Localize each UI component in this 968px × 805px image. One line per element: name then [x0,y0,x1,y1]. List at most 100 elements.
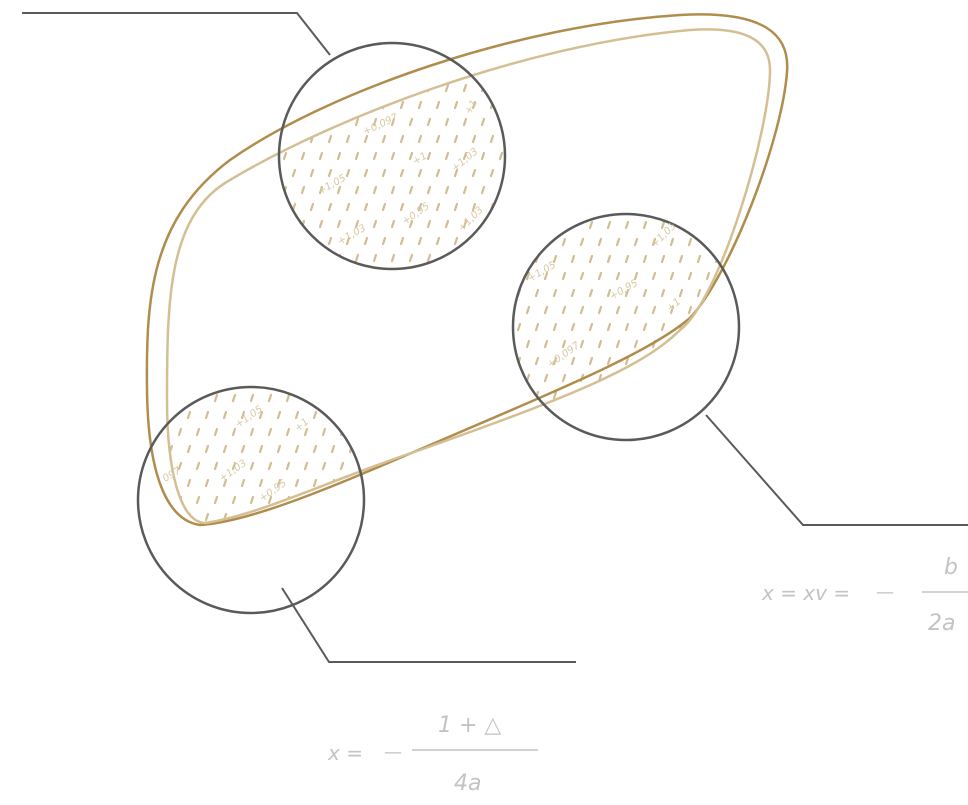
pattern-dot [723,339,729,349]
pattern-dot [224,548,226,554]
pattern-dot [687,373,693,383]
pattern-dot [417,168,423,178]
pattern-dot [714,356,720,366]
pattern-dot [161,463,163,469]
pattern-dot [615,339,621,349]
pattern-dot [291,236,297,246]
pattern-dot [287,531,289,537]
pattern-dot [761,409,763,415]
pattern-dot [168,512,174,522]
pattern-dot [408,83,414,93]
pattern-dot [143,565,145,571]
pattern-dot [233,531,235,537]
pattern-dot [282,253,288,263]
pattern-dot [588,322,594,332]
pattern-dot [500,426,502,432]
pattern-dot [291,168,297,178]
pattern-dot [509,170,511,176]
pattern-dot [552,220,558,230]
pattern-dot [294,478,300,488]
pattern-dot [500,392,502,398]
pattern-dot [696,254,702,264]
pattern-dot [305,531,307,537]
pattern-dot [624,254,630,264]
pattern-dot [386,480,388,486]
pattern-dot [687,237,693,247]
pattern-dot [275,170,277,176]
pattern-dot [633,305,639,315]
pattern-dot [251,565,253,571]
pattern-dot [321,461,327,471]
pattern-dot [161,497,163,503]
pattern-dot [606,220,612,230]
pattern-dot [161,599,163,605]
pattern-dot [525,305,531,315]
pattern-dot [743,409,745,415]
pattern-dot [318,83,324,93]
pattern-dot [678,288,684,298]
pattern-dot [152,514,154,520]
pattern-dot [480,49,486,59]
pattern-dot [177,427,183,437]
pattern-dot [260,582,262,588]
pattern-dot [195,495,201,505]
pattern-dot [687,407,693,417]
pattern-dot [500,358,502,364]
pattern-dot [231,393,237,403]
pattern-dot [417,236,423,246]
pattern-dot [251,599,253,605]
pattern-dot [498,253,504,263]
pattern-dot [509,102,511,108]
pattern-dot [368,548,370,554]
pattern-dot [204,410,210,420]
inner-contour [165,28,772,525]
pattern-dot [318,117,324,127]
pattern-dot [240,478,246,488]
pattern-dot [143,429,145,435]
pattern-dot [732,254,738,264]
pattern-dot [527,102,529,108]
formula-bottom: x = — 1 + △ 4a [327,713,538,796]
pattern-dot [206,548,208,554]
pattern-dot [354,151,360,161]
pattern-dot [386,582,388,588]
pattern-dot [480,185,486,195]
pattern-dot [267,495,273,505]
pattern-dot [588,254,594,264]
pattern-dot [249,393,255,403]
pattern-dot [188,548,190,554]
pattern-dot [471,100,477,110]
pattern-dot [170,548,172,554]
pattern-dot [186,410,192,420]
pattern-dot [606,356,612,366]
pattern-dot [669,407,675,417]
pattern-dot [177,461,183,471]
pattern-dot [327,66,333,76]
pattern-dot [669,373,675,383]
pattern-dot [761,239,763,245]
pattern-dot [500,324,502,330]
pattern-dot [480,151,486,161]
pattern-dot [579,271,585,281]
pattern-dot [561,339,567,349]
pattern-dot [231,427,237,437]
pattern-dot [651,305,657,315]
pattern-dot [359,599,361,605]
pattern-dot [678,254,684,264]
pattern-dot [215,599,217,605]
pattern-dot [500,256,502,262]
formula-vertex: x = xv = — b 2a [761,555,968,636]
pattern-dot [318,49,324,59]
pattern-dot [233,599,235,605]
pattern-dot [354,83,360,93]
pattern-dot [723,237,729,247]
pattern-dot [267,427,273,437]
pattern-dot [752,392,754,398]
pattern-dot [660,220,666,230]
pattern-dot [213,461,219,471]
pattern-dot [206,582,208,588]
pattern-dot [368,480,370,486]
pattern-dot [266,85,268,91]
pattern-dot [518,51,520,57]
pattern-dot [761,341,763,347]
